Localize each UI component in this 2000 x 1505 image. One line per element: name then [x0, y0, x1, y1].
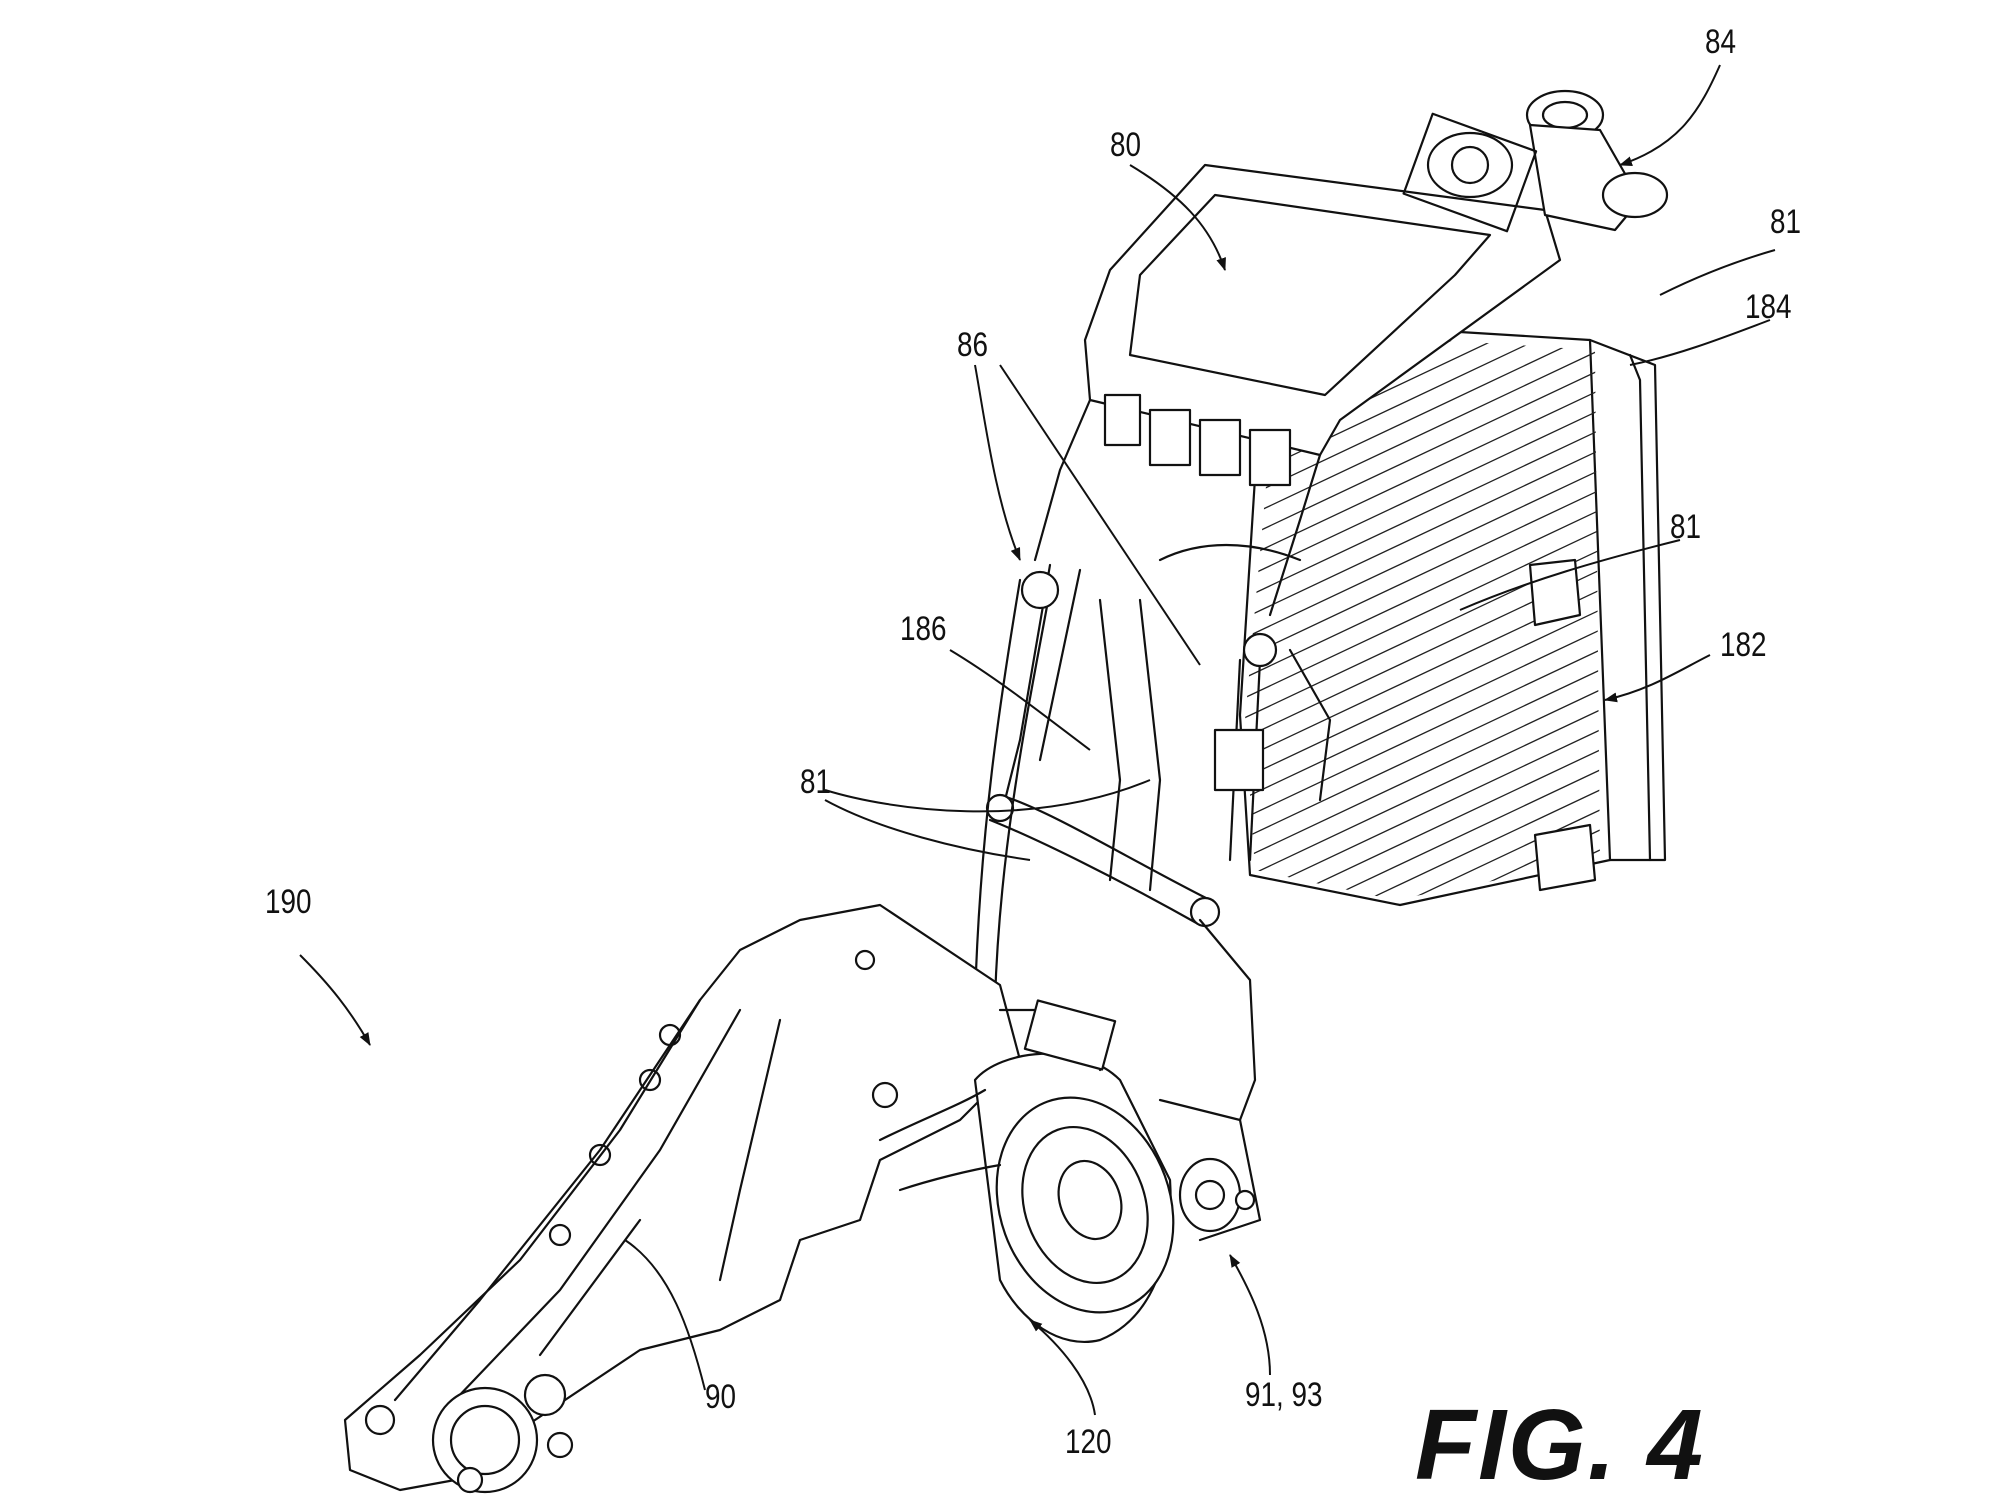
ref-label-81-middle: 81 [1670, 508, 1702, 546]
ref-label-91-93: 91, 93 [1245, 1376, 1323, 1414]
figure-title: FIG. 4 [1415, 1389, 1705, 1501]
swing-arm [343, 903, 1022, 1494]
leader-lines [299, 64, 1776, 1416]
ref-label-182: 182 [1720, 626, 1767, 664]
ref-label-184: 184 [1745, 288, 1792, 326]
ref-label-80: 80 [1110, 126, 1142, 164]
frame-tubes [973, 543, 1332, 1002]
electronics-module [1033, 89, 1669, 617]
ref-label-190: 190 [265, 883, 312, 921]
ref-label-186: 186 [900, 610, 947, 648]
ref-label-86: 86 [957, 326, 989, 364]
radiator-assembly [1238, 318, 1667, 907]
motor-housing [878, 918, 1262, 1343]
ref-label-90: 90 [705, 1378, 737, 1416]
ref-label-84: 84 [1705, 23, 1737, 61]
ref-label-120: 120 [1065, 1423, 1112, 1461]
ref-label-81-lower: 81 [800, 763, 832, 801]
ref-label-81-top: 81 [1770, 203, 1802, 241]
